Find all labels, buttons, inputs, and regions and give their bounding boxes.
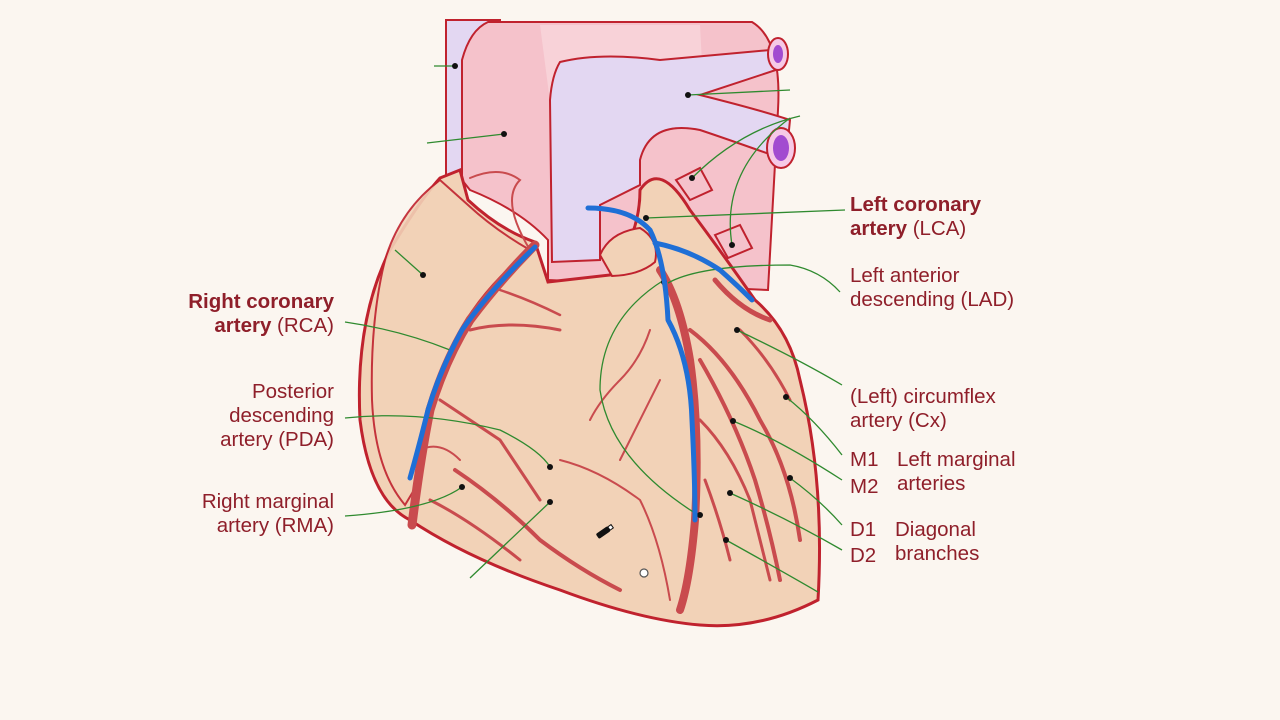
pulmonary-vein-2 xyxy=(713,223,754,260)
blue-annotations xyxy=(407,205,755,523)
leader-dots xyxy=(420,63,793,543)
pulmonary-artery-cap-bottom-inner xyxy=(773,135,789,161)
pulmonary-vein-1 xyxy=(674,166,714,202)
leader-lines xyxy=(344,65,846,593)
label-left-marginal-arteries: Left marginal arteries xyxy=(897,448,1016,495)
blue-stroke-lca xyxy=(585,205,698,523)
label-d2: D2 xyxy=(850,544,877,567)
label-m2: M2 xyxy=(850,475,879,498)
pulmonary-trunk xyxy=(548,48,792,264)
label-rma: Right marginal artery (RMA) xyxy=(201,490,334,537)
label-cx: (Left) circumflex artery (Cx) xyxy=(850,385,996,432)
label-pda: Posterior descending artery (PDA) xyxy=(220,380,334,451)
pulmonary-artery-cap-top-inner xyxy=(773,45,783,63)
blue-stroke-rca xyxy=(407,244,538,481)
label-diagonal-branches: Diagonal branches xyxy=(895,518,980,565)
label-d1: D1 xyxy=(850,518,877,541)
pen-cursor-icon xyxy=(596,523,615,539)
label-lad: Left anterior descending (LAD) xyxy=(850,264,1015,311)
label-rca: Right coronary artery (RCA) xyxy=(188,290,334,337)
label-lca: Left coronary artery (LCA) xyxy=(850,193,981,240)
blue-stroke-cx xyxy=(652,240,755,303)
label-m1: M1 xyxy=(850,448,879,471)
cursor-ring-icon xyxy=(639,568,649,578)
